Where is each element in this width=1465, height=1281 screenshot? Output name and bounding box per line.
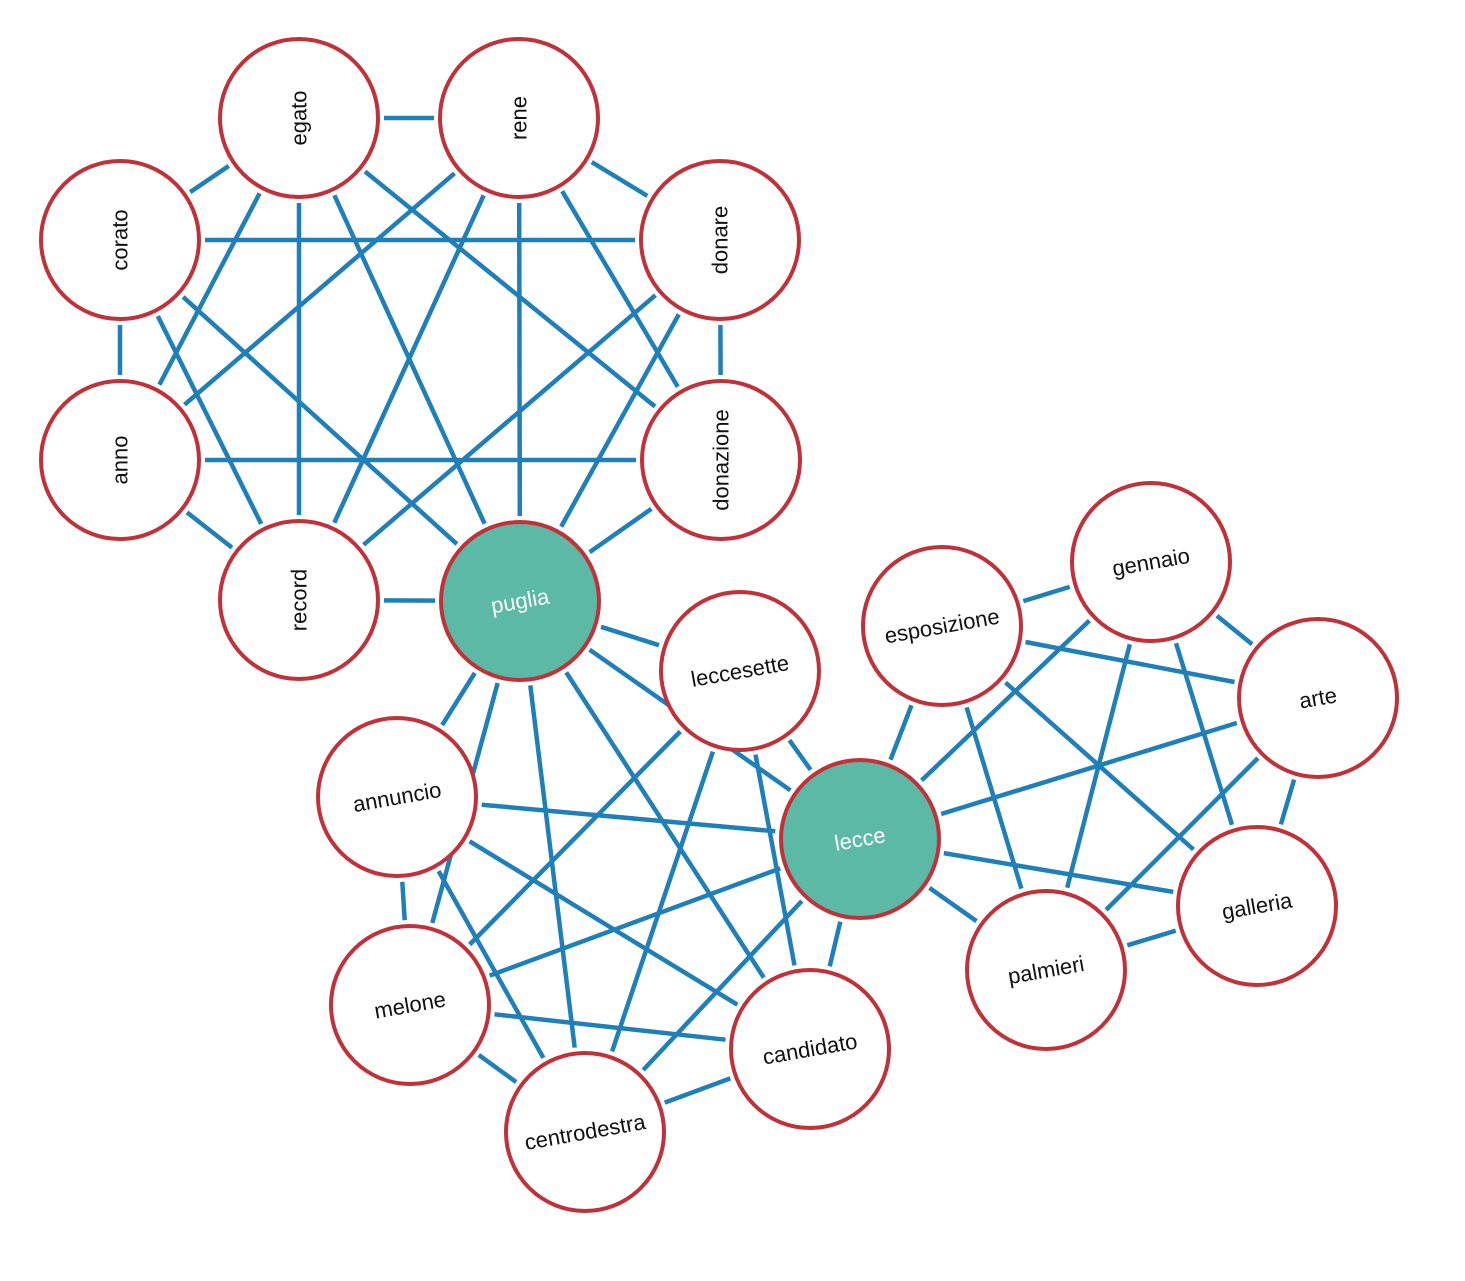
edge-rene-anno (183, 171, 456, 407)
node-anno[interactable]: anno (39, 379, 201, 541)
node-circle-record[interactable] (218, 519, 380, 681)
node-candidato[interactable]: candidato (729, 968, 891, 1130)
node-melone[interactable]: melone (329, 924, 491, 1086)
node-circle-esposizione[interactable] (861, 545, 1023, 707)
edge-lecce-centrodestra (641, 899, 804, 1072)
edge-annuncio-candidato (468, 839, 739, 1007)
edge-annuncio-melone (400, 881, 407, 921)
node-label-donare: donare (708, 206, 733, 275)
edge-lecce-palmieri (928, 886, 978, 923)
node-circle-donare[interactable] (639, 159, 801, 321)
edge-annuncio-lecce (481, 802, 776, 834)
node-puglia[interactable]: puglia (439, 520, 601, 682)
node-circle-donazione[interactable] (640, 379, 802, 541)
node-galleria[interactable]: galleria (1176, 825, 1338, 987)
edge-candidato-centrodestra (663, 1076, 732, 1105)
node-label-egato: egato (287, 90, 312, 145)
edge-rene-record (332, 194, 486, 524)
edge-esposizione-palmieri (964, 706, 1024, 890)
edge-gennaio-arte (1215, 613, 1254, 647)
node-label-record: record (287, 569, 312, 631)
node-circle-arte[interactable] (1237, 617, 1399, 779)
node-circle-galleria[interactable] (1176, 825, 1338, 987)
node-circle-gennaio[interactable] (1070, 481, 1232, 643)
edge-leccesette-centrodestra (609, 750, 716, 1053)
node-circle-annuncio[interactable] (316, 716, 478, 878)
node-layer: corato egato rene donare anno donazione record… (39, 37, 1399, 1213)
edge-puglia-candidato (564, 671, 766, 979)
node-circle-palmieri[interactable] (965, 889, 1127, 1051)
node-donare[interactable]: donare (639, 159, 801, 321)
edge-anno-record (185, 510, 234, 550)
node-record[interactable]: record (218, 519, 380, 681)
node-label-anno: anno (108, 436, 133, 485)
edge-lecce-esposizione (888, 704, 914, 761)
edge-rene-donare (590, 160, 649, 198)
node-circle-egato[interactable] (218, 37, 380, 199)
node-circle-rene[interactable] (438, 37, 600, 199)
edge-leccesette-melone (468, 729, 682, 947)
node-centrodestra[interactable]: centrodestra (504, 1051, 666, 1213)
edge-puglia-leccesette (600, 624, 660, 648)
edge-melone-centrodestra (477, 1053, 518, 1084)
node-label-corato: corato (108, 209, 133, 270)
edge-egato-anno (157, 192, 262, 386)
node-rene[interactable]: rene (438, 37, 600, 199)
edge-esposizione-arte (1025, 639, 1235, 685)
edge-donare-puglia (559, 313, 681, 528)
edge-rene-puglia (516, 202, 523, 517)
edge-lecce-candidato (827, 921, 843, 967)
edge-galleria-palmieri (1126, 928, 1177, 948)
edge-puglia-annuncio (440, 671, 477, 727)
node-donazione[interactable]: donazione (640, 379, 802, 541)
edge-leccesette-candidato (753, 754, 797, 966)
edge-arte-palmieri (1104, 756, 1260, 912)
edge-donazione-puglia (588, 506, 653, 555)
edge-arte-galleria (1278, 778, 1297, 826)
edge-corato-egato (188, 164, 231, 194)
node-circle-anno[interactable] (39, 379, 201, 541)
edge-lecce-galleria (943, 850, 1174, 895)
node-circle-corato[interactable] (39, 159, 201, 321)
node-circle-melone[interactable] (329, 924, 491, 1086)
edge-corato-puglia (181, 295, 459, 546)
node-circle-lecce[interactable] (779, 758, 941, 920)
node-egato[interactable]: egato (218, 37, 380, 199)
node-label-donazione: donazione (709, 409, 734, 511)
node-label-rene: rene (507, 96, 532, 140)
node-gennaio[interactable]: gennaio (1070, 481, 1232, 643)
node-annuncio[interactable]: annuncio (316, 716, 478, 878)
node-circle-puglia[interactable] (439, 520, 601, 682)
node-palmieri[interactable]: palmieri (965, 889, 1127, 1051)
edge-lecce-melone (488, 866, 782, 978)
node-lecce[interactable]: lecce (779, 758, 941, 920)
node-corato[interactable]: corato (39, 159, 201, 321)
edge-esposizione-gennaio (1022, 584, 1071, 604)
edge-gennaio-galleria (1173, 642, 1235, 826)
node-leccesette[interactable]: leccesette (659, 590, 821, 752)
edge-egato-donazione (363, 169, 657, 409)
edge-donare-record (362, 293, 657, 547)
node-circle-candidato[interactable] (729, 968, 891, 1130)
edge-annuncio-centrodestra (436, 869, 546, 1060)
edge-lecce-arte (940, 720, 1238, 817)
node-circle-centrodestra[interactable] (504, 1051, 666, 1213)
edge-leccesette-lecce (787, 738, 813, 772)
node-circle-leccesette[interactable] (659, 590, 821, 752)
edge-puglia-centrodestra (528, 685, 577, 1048)
edge-gennaio-palmieri (1065, 643, 1132, 889)
edge-melone-candidato (494, 1012, 726, 1042)
node-esposizione[interactable]: esposizione (861, 545, 1023, 707)
node-arte[interactable]: arte (1237, 617, 1399, 779)
